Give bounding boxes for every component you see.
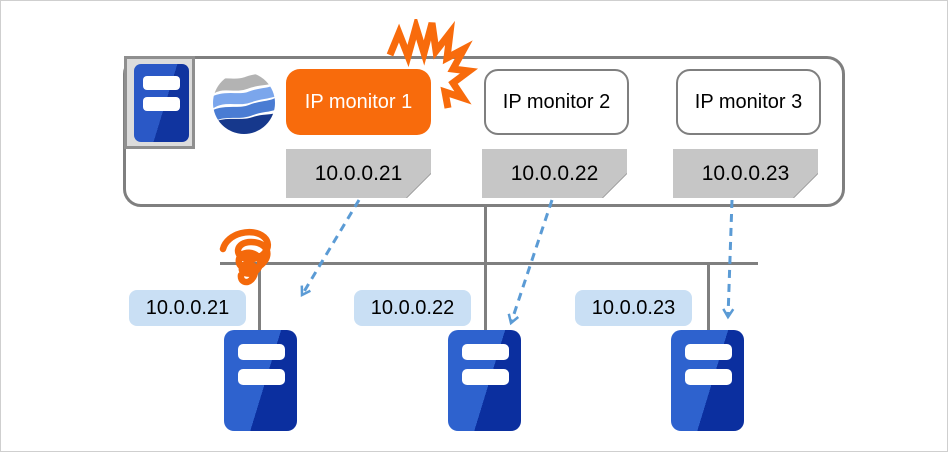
dashed-arrow-icon <box>300 199 361 298</box>
server-2-ip: 10.0.0.22 <box>370 296 455 319</box>
server-3-link-line <box>707 263 710 330</box>
server-slot-bar <box>685 344 732 360</box>
monitor-3-ip: 10.0.0.23 <box>701 161 790 185</box>
server-1-ip: 10.0.0.21 <box>145 296 230 319</box>
dashed-arrow-icon <box>722 199 735 320</box>
server-slot-bar <box>685 369 732 385</box>
monitor-1-ip-tag: 10.0.0.21 <box>286 149 431 198</box>
server-slot-bar <box>462 344 509 360</box>
server-1-ip-label: 10.0.0.21 <box>129 290 246 326</box>
monitor-1-box: IP monitor 1 <box>286 69 431 135</box>
server-slot-bar <box>143 97 180 111</box>
server-slot-bar <box>143 76 180 90</box>
network-bus-line <box>220 262 758 265</box>
appliance-server-icon <box>134 64 189 142</box>
burst-icon <box>386 19 479 109</box>
server-3-icon <box>671 330 744 431</box>
server-slot-bar <box>238 369 285 385</box>
monitor-2-label: IP monitor 2 <box>502 90 611 113</box>
appliance-uplink-line <box>484 205 487 330</box>
monitor-3-label: IP monitor 3 <box>694 90 803 113</box>
monitor-2-ip-tag: 10.0.0.22 <box>482 149 627 198</box>
monitor-3-box: IP monitor 3 <box>676 69 821 135</box>
server-2-ip-label: 10.0.0.22 <box>354 290 471 326</box>
monitor-2-box: IP monitor 2 <box>484 69 629 135</box>
server-1-icon <box>224 330 297 431</box>
globe-wave-icon <box>213 72 275 134</box>
server-slot-bar <box>462 369 509 385</box>
server-3-ip: 10.0.0.23 <box>591 296 676 319</box>
monitor-1-ip: 10.0.0.21 <box>314 161 403 185</box>
server-2-icon <box>448 330 521 431</box>
server-slot-bar <box>238 344 285 360</box>
coil-scribble-icon <box>219 228 272 286</box>
monitor-3-ip-tag: 10.0.0.23 <box>673 149 818 198</box>
server-1-link-line <box>258 263 261 330</box>
monitor-1-label: IP monitor 1 <box>304 90 413 113</box>
monitor-2-ip: 10.0.0.22 <box>510 161 599 185</box>
server-3-ip-label: 10.0.0.23 <box>575 290 692 326</box>
